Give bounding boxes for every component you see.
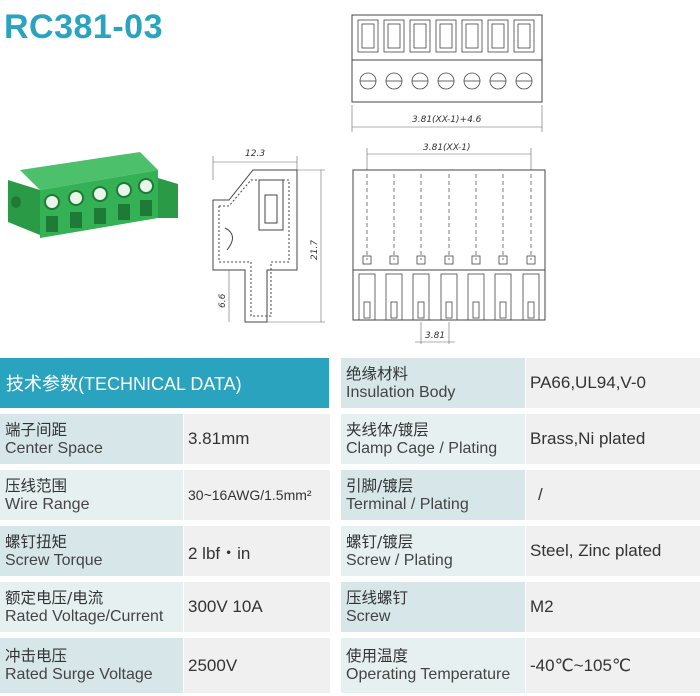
table-row-value: 300V 10A — [184, 582, 330, 632]
table-row-label: 冲击电压 Rated Surge Voltage — [0, 638, 183, 693]
top-view-drawing: 3.81(XX-1)+4.6 — [351, 14, 543, 132]
table-row-label: 螺钉/镀层 Screw / Plating — [341, 526, 525, 576]
table-row-value: PA66,UL94,V-0 — [526, 358, 700, 408]
table-row-label: 夹线体/镀层 Clamp Cage / Plating — [341, 414, 525, 464]
table-row-label: 压线螺钉 Screw — [341, 582, 525, 632]
table-row-label: 绝缘材料 Insulation Body — [341, 358, 525, 408]
table-row-value: / — [526, 470, 700, 520]
front-view-drawing: 3.81(XX-1) 3.81 — [352, 143, 546, 344]
table-row-value: Steel, Zinc plated — [526, 526, 700, 576]
side-view-drawing: 12.3 21.7 6.6 — [212, 149, 325, 323]
product-photo — [8, 152, 178, 238]
product-title: RC381-03 — [4, 8, 163, 46]
side-height-dimension: 21.7 — [310, 240, 320, 260]
table-row-label: 端子间距 Center Space — [0, 414, 183, 464]
table-row-value: -40℃~105℃ — [526, 638, 700, 693]
side-width-dimension: 12.3 — [245, 149, 265, 159]
pitch-dimension: 3.81 — [425, 331, 445, 341]
technical-data-table: 技术参数(TECHNICAL DATA) 端子间距 Center Space 3… — [0, 358, 700, 696]
table-row-label: 额定电压/电流 Rated Voltage/Current — [0, 582, 183, 632]
table-row-value: Brass,Ni plated — [526, 414, 700, 464]
side-pin-dimension: 6.6 — [218, 293, 228, 308]
front-view-dimension: 3.81(XX-1) — [423, 143, 471, 153]
table-row-value: 30~16AWG/1.5mm² — [184, 470, 330, 520]
table-row-value: 2 lbf・in — [184, 526, 330, 576]
table-row-label: 引脚/镀层 Terminal / Plating — [341, 470, 525, 520]
table-header: 技术参数(TECHNICAL DATA) — [0, 358, 329, 408]
table-row-value: M2 — [526, 582, 700, 632]
table-row-label: 使用温度 Operating Temperature — [341, 638, 525, 693]
table-row-label: 压线范围 Wire Range — [0, 470, 183, 520]
table-row-label: 螺钉扭矩 Screw Torque — [0, 526, 183, 576]
top-view-dimension: 3.81(XX-1)+4.6 — [412, 115, 482, 125]
table-row-value: 2500V — [184, 638, 330, 693]
table-row-value: 3.81mm — [184, 414, 330, 464]
